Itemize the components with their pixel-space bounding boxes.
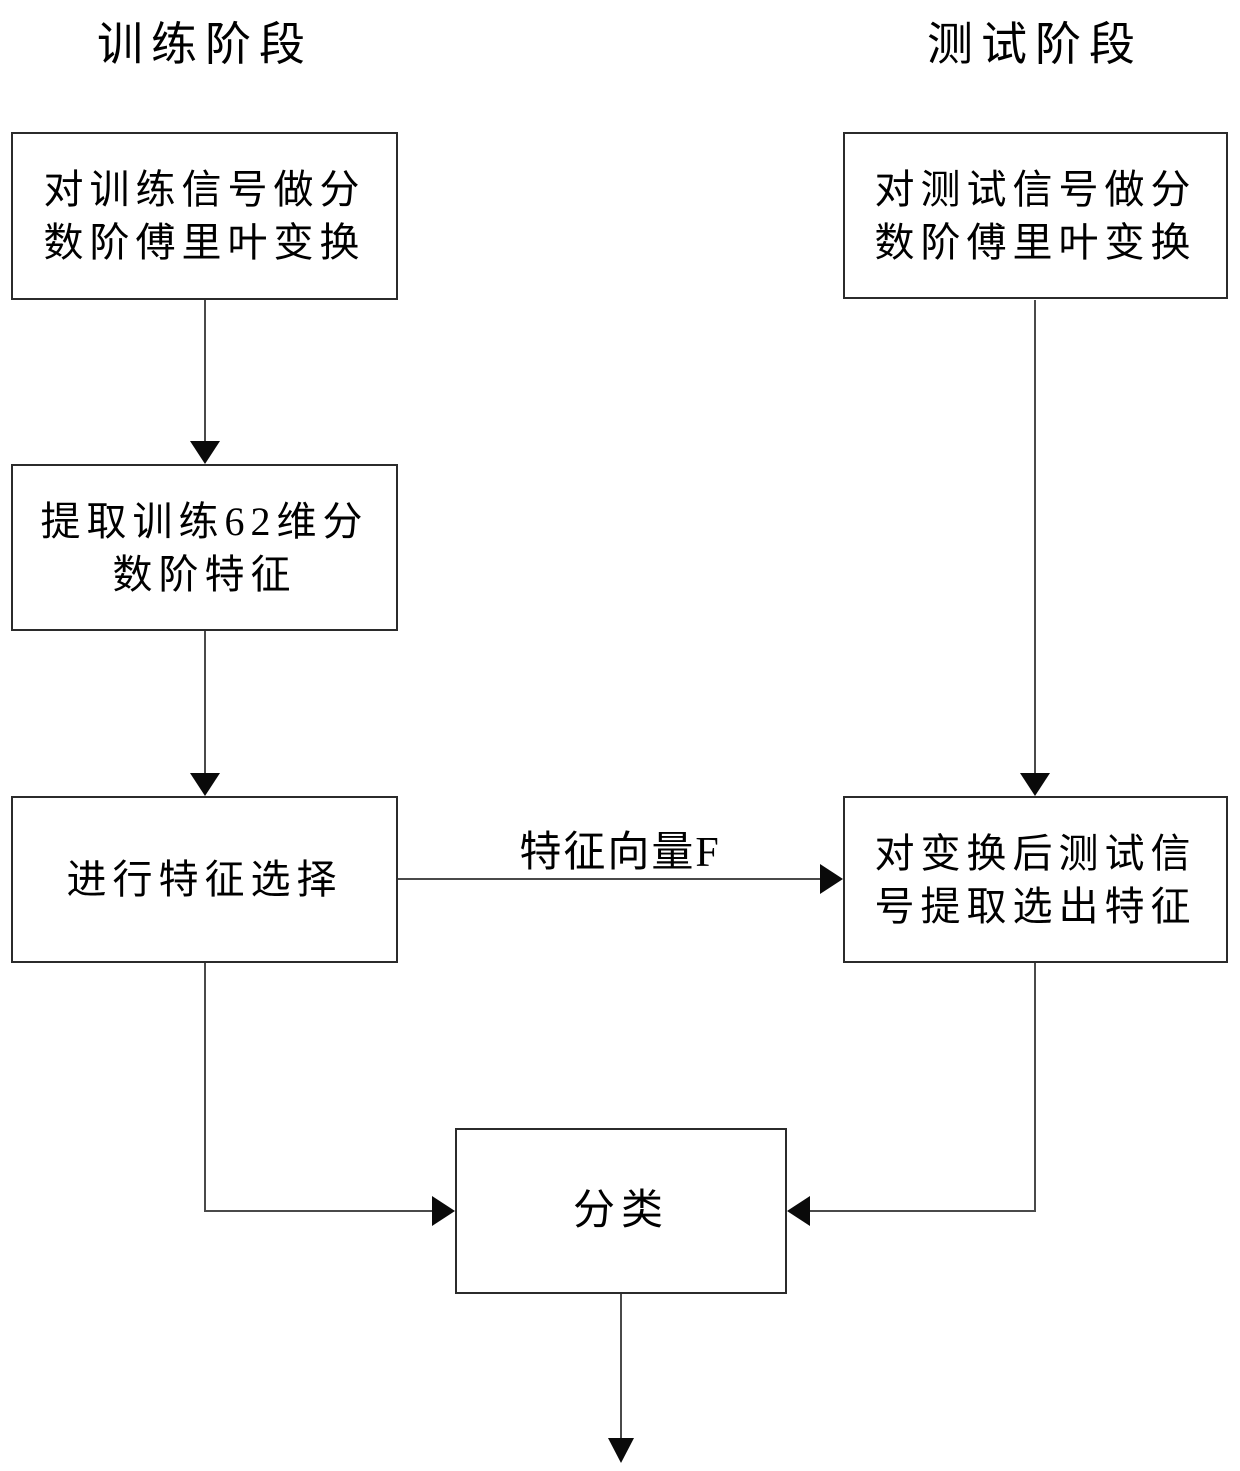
node-test-frft-line2: 数阶傅里叶变换 [874,219,1197,265]
node-feature-select: 进行特征选择 [11,796,398,963]
training-phase-header: 训练阶段 [97,19,313,70]
feature-vector-edge-label: 特征向量F [519,830,721,876]
node-train-frft: 对训练信号做分 数阶傅里叶变换 [11,132,398,300]
node-test-frft-label: 对测试信号做分 数阶傅里叶变换 [875,163,1197,269]
node-test-extract-line1: 对变换后测试信 [874,830,1197,876]
edge-test-extract-to-classify-arrowhead-icon [787,1196,810,1226]
node-test-extract-line2: 号提取选出特征 [874,883,1197,929]
node-train-frft-line2: 数阶傅里叶变换 [43,220,366,265]
edge-test-frft-to-extract-arrowhead-icon [1020,773,1050,796]
node-test-extract: 对变换后测试信 号提取选出特征 [843,796,1228,963]
testing-phase-header: 测试阶段 [927,19,1143,70]
node-train-frft-label: 对训练信号做分 数阶傅里叶变换 [44,163,366,269]
edge-select-to-classify-arrowhead-icon [432,1196,455,1226]
edge-feature-vector-arrowhead-icon [820,864,843,894]
node-classify: 分类 [455,1128,787,1294]
edge-classify-output-arrowhead-icon [608,1438,634,1463]
node-test-extract-label: 对变换后测试信 号提取选出特征 [875,827,1197,933]
node-train-extract-line2: 数阶特征 [112,551,297,597]
node-train-frft-line1: 对训练信号做分 [43,167,366,212]
node-test-frft-line1: 对测试信号做分 [874,166,1197,212]
node-train-extract: 提取训练62维分 数阶特征 [11,464,398,631]
node-feature-select-label: 进行特征选择 [67,853,343,906]
node-test-frft: 对测试信号做分 数阶傅里叶变换 [843,132,1228,299]
edge-select-to-classify-line [204,963,434,1212]
edge-train-extract-to-select-arrowhead-icon [190,773,220,796]
node-train-extract-line1: 提取训练62维分 [40,498,369,544]
edge-train-frft-to-extract-arrowhead-icon [190,441,220,464]
node-train-extract-label: 提取训练62维分 数阶特征 [41,495,369,601]
edge-test-extract-to-classify-line [808,963,1036,1212]
node-classify-line1: 分类 [572,1187,669,1234]
node-feature-select-line1: 进行特征选择 [66,857,343,902]
node-classify-label: 分类 [573,1185,669,1238]
